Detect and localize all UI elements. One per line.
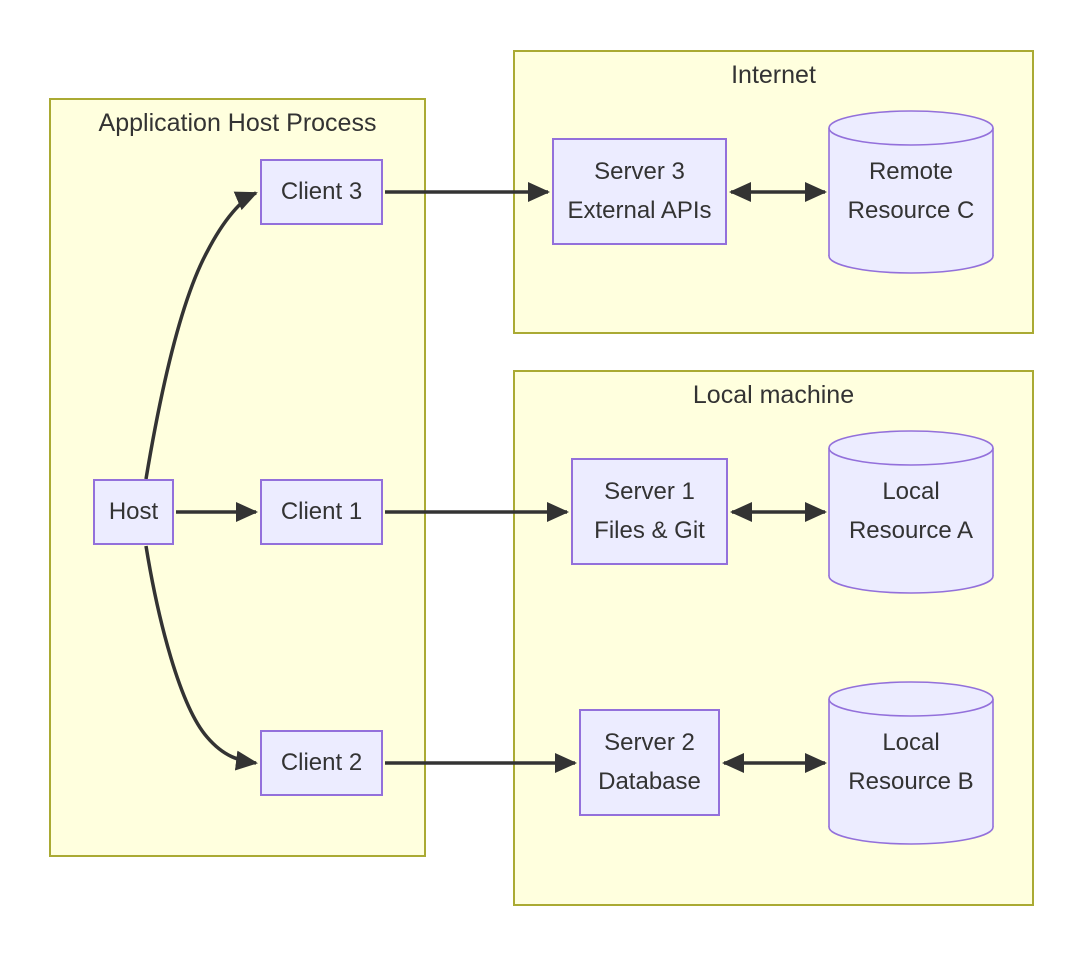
cylinder-local-resource-a	[828, 430, 994, 594]
node-local-resource-b: Local Resource B	[829, 682, 993, 844]
node-client-1: Client 1	[260, 479, 383, 545]
node-local-resource-a-label: Local	[882, 478, 940, 506]
node-local-resource-a-sublabel: Resource A	[848, 517, 974, 544]
node-local-resource-b-label: Local	[882, 729, 940, 757]
container-title-local-machine: Local machine	[692, 381, 855, 409]
cylinder-local-resource-b	[828, 681, 994, 845]
node-server-2-sublabel: Database	[598, 767, 701, 795]
node-server-3-label: Server 3	[594, 157, 685, 185]
node-server-3: Server 3 External APIs	[552, 138, 727, 245]
cylinder-remote-resource-c	[828, 110, 994, 274]
node-server-3-sublabel: External APIs	[567, 196, 712, 224]
node-remote-resource-c: Remote Resource C	[829, 111, 993, 273]
node-local-resource-b-sublabel: Resource B	[848, 768, 974, 795]
node-host-label: Host	[108, 497, 159, 525]
node-server-1: Server 1 Files & Git	[571, 458, 728, 565]
node-server-2: Server 2 Database	[579, 709, 720, 816]
edge-host-client2	[144, 545, 258, 771]
node-server-1-label: Server 1	[604, 477, 695, 505]
node-host: Host	[93, 479, 174, 545]
node-remote-resource-c-label: Remote	[868, 158, 954, 186]
node-remote-resource-c-sublabel: Resource C	[847, 197, 975, 224]
node-server-1-sublabel: Files & Git	[594, 516, 705, 544]
node-client-2: Client 2	[260, 730, 383, 796]
node-client-1-label: Client 1	[280, 497, 363, 525]
container-title-application-host-process: Application Host Process	[98, 109, 377, 137]
node-server-2-label: Server 2	[604, 728, 695, 756]
container-title-internet: Internet	[731, 61, 816, 89]
node-client-2-label: Client 2	[280, 748, 363, 776]
node-client-3: Client 3	[260, 159, 383, 225]
node-client-3-label: Client 3	[280, 177, 363, 205]
edge-host-client3	[144, 191, 258, 480]
node-local-resource-a: Local Resource A	[829, 431, 993, 593]
